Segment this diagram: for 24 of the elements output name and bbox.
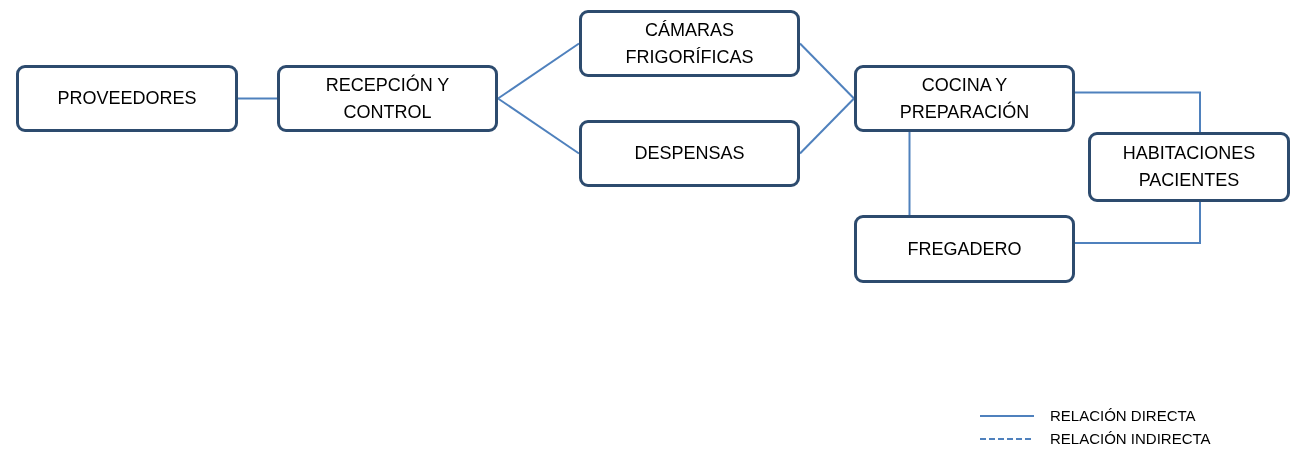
connector-line [237,97,278,100]
process-box [854,215,1075,283]
process-box [277,65,498,132]
process-box [1088,132,1290,202]
box-label: COCINA Y PREPARACIÓN [898,73,1031,124]
process-box [579,120,800,187]
box-label: RECEPCIÓN Y CONTROL [324,73,451,124]
connector-line [799,97,855,155]
connector-line [799,42,855,100]
connector-line [497,97,580,155]
box-label: HABITACIONES PACIENTES [1121,142,1257,192]
box-label: FREGADERO [907,237,1022,261]
box-label: DESPENSAS [634,142,745,165]
connector-line [497,42,580,100]
legend-label: RELACIÓN DIRECTA [1050,406,1196,426]
process-box [16,65,238,132]
connector-line [1074,91,1201,133]
process-box [854,65,1075,132]
box-label: CÁMARAS FRIGORÍFICAS [624,18,755,69]
process-box [579,10,800,77]
connector-line [908,131,911,216]
box-label: PROVEEDORES [57,87,197,110]
connector-line [1074,201,1201,244]
legend-label: RELACIÓN INDIRECTA [1050,429,1211,449]
